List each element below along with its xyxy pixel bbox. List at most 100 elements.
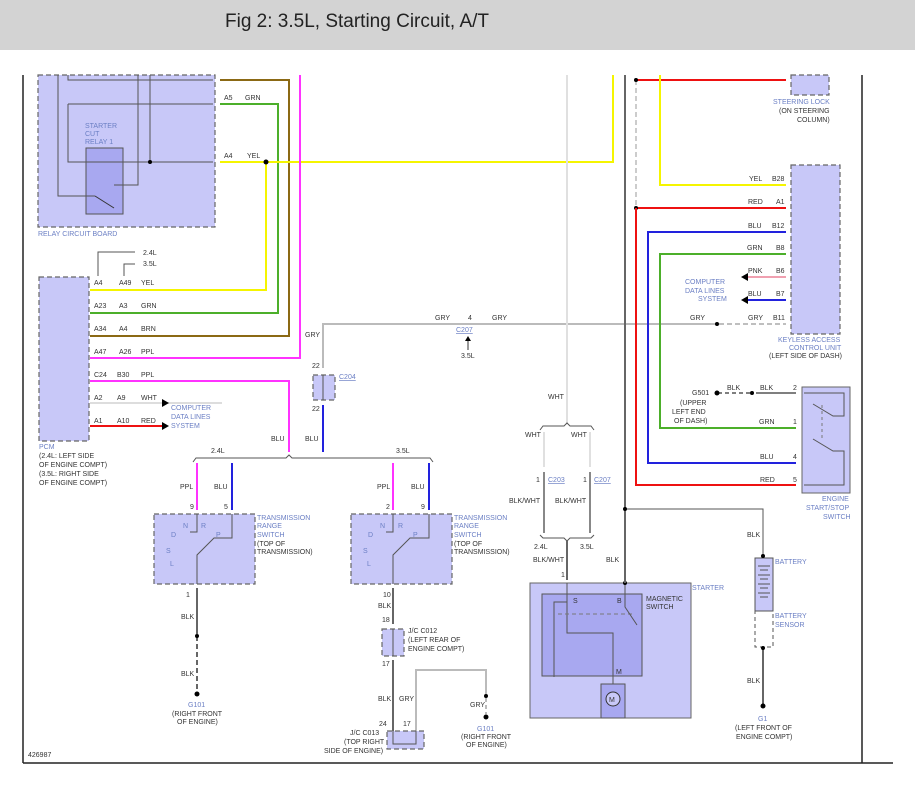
trs-label: RANGE <box>454 523 479 530</box>
wire-yel <box>659 75 786 186</box>
c203-link[interactable]: C203 <box>548 477 565 484</box>
pin-label: 10 <box>383 592 391 599</box>
pin-label: B11 <box>773 315 785 322</box>
junction-dot <box>195 634 199 638</box>
terminal-s: S <box>573 598 578 605</box>
trs-label: TRANSMISSION <box>257 515 310 522</box>
wire-label: GRY <box>470 702 485 709</box>
wire-label: GRY <box>492 315 507 322</box>
wire-label: PPL <box>141 372 154 379</box>
pin-label: A23 <box>94 303 107 310</box>
c207-link[interactable]: C207 <box>456 327 473 334</box>
switch-label: SWITCH <box>823 514 851 521</box>
wire-label: RED <box>748 199 763 206</box>
jc-label: J/C C012 <box>408 628 437 635</box>
wire-label: GRY <box>305 332 320 339</box>
wire-label: GRN <box>759 419 775 426</box>
battery-sensor-label: SENSOR <box>775 622 805 629</box>
wire-blu <box>647 231 796 464</box>
ground-location: OF DASH) <box>674 418 707 425</box>
wire-label: BLU <box>760 454 774 461</box>
pcm-label: PCM <box>39 444 55 451</box>
ground-label: G1 <box>758 716 767 723</box>
diagram-id: 426987 <box>28 752 51 759</box>
trs-wire <box>190 514 198 533</box>
gear-n: N <box>183 523 188 530</box>
wire-label: GRY <box>748 315 763 322</box>
data-lines-label: COMPUTER <box>685 279 725 286</box>
wire-label: BLU <box>748 223 762 230</box>
pin-label: 22 <box>312 406 320 413</box>
ground-dot <box>483 714 489 720</box>
pcm-pin-rows: A4 A49 YEL A23 A3 GRN A34 A4 BRN A47 A26… <box>94 280 158 425</box>
steering-lock-label: (ON STEERING <box>779 108 830 115</box>
switch-label: ENGINE <box>822 496 849 503</box>
wire-label: GRY <box>399 696 414 703</box>
pin-label: 9 <box>190 504 194 511</box>
wire-label: PPL <box>141 349 154 356</box>
c207-link[interactable]: C207 <box>594 477 611 484</box>
wire-red <box>635 208 796 486</box>
starter-cut-relay <box>85 147 124 215</box>
ground-location: (RIGHT FRONT <box>461 734 512 741</box>
pin-label: A3 <box>119 303 128 310</box>
arrow-icon <box>741 296 748 304</box>
relay-label-2: CUT <box>85 131 100 138</box>
trs-label: TRANSMISSION) <box>257 549 313 556</box>
relay-wire <box>114 75 139 186</box>
pin-label: B28 <box>772 176 785 183</box>
relay-wire <box>67 104 213 163</box>
ground-location: OF ENGINE) <box>466 742 507 749</box>
jc-label: J/C C013 <box>350 730 379 737</box>
ground-location: ENGINE COMPT) <box>736 734 792 741</box>
ground-location: OF ENGINE) <box>177 719 218 726</box>
wire-label: BLK/WHT <box>509 498 541 505</box>
wire-label: YEL <box>749 176 762 183</box>
pin-label: A4 <box>94 280 103 287</box>
gear-r: R <box>398 523 403 530</box>
gear-s: S <box>363 548 368 555</box>
keyless-label: CONTROL UNIT <box>789 345 842 352</box>
arrow-icon <box>465 336 471 341</box>
wire-label: BRN <box>141 326 156 333</box>
trs-wire <box>392 514 430 584</box>
gear-p: P <box>216 532 221 539</box>
battery-sensor <box>754 610 774 648</box>
pin-label: B6 <box>776 268 785 275</box>
c204-link[interactable]: C204 <box>339 374 356 381</box>
pin-label: 17 <box>382 661 390 668</box>
wire-label: GRN <box>141 303 157 310</box>
pin-label: 1 <box>186 592 190 599</box>
jc-label: (LEFT REAR OF <box>408 637 460 644</box>
steering-lock-box <box>790 74 830 96</box>
variant-label: 3.5L <box>396 448 410 455</box>
junction-dot <box>148 160 152 164</box>
battery-sensor-label: BATTERY <box>775 613 807 620</box>
gear-n: N <box>380 523 385 530</box>
wire-label: GRY <box>435 315 450 322</box>
wire-label: RED <box>760 477 775 484</box>
relay-circuit-board <box>37 74 216 228</box>
starter-wire <box>553 583 568 677</box>
pin-label: 2 <box>386 504 390 511</box>
gear-r: R <box>201 523 206 530</box>
variant-pointer <box>123 263 135 276</box>
ground-location: LEFT END <box>672 409 706 416</box>
gear-p: P <box>413 532 418 539</box>
terminal-b: B <box>617 598 622 605</box>
ground-location: (RIGHT FRONT <box>172 711 223 718</box>
wire-label: RED <box>141 418 156 425</box>
ground-label: G101 <box>477 726 494 733</box>
ground-label: G501 <box>692 390 709 397</box>
variant-label: 3.5L <box>143 261 157 268</box>
relay-wire <box>57 75 95 197</box>
wire-label: PNK <box>748 268 763 275</box>
variant-label: 2.4L <box>534 544 548 551</box>
ground-location: (UPPER <box>680 400 706 407</box>
junction-dot <box>761 554 765 558</box>
wire-label: GRN <box>245 95 261 102</box>
pcm-location: (2.4L: LEFT SIDE <box>39 453 94 460</box>
wire-grn <box>659 253 796 429</box>
wire-label: PPL <box>377 484 390 491</box>
wire-label: BLU <box>214 484 228 491</box>
